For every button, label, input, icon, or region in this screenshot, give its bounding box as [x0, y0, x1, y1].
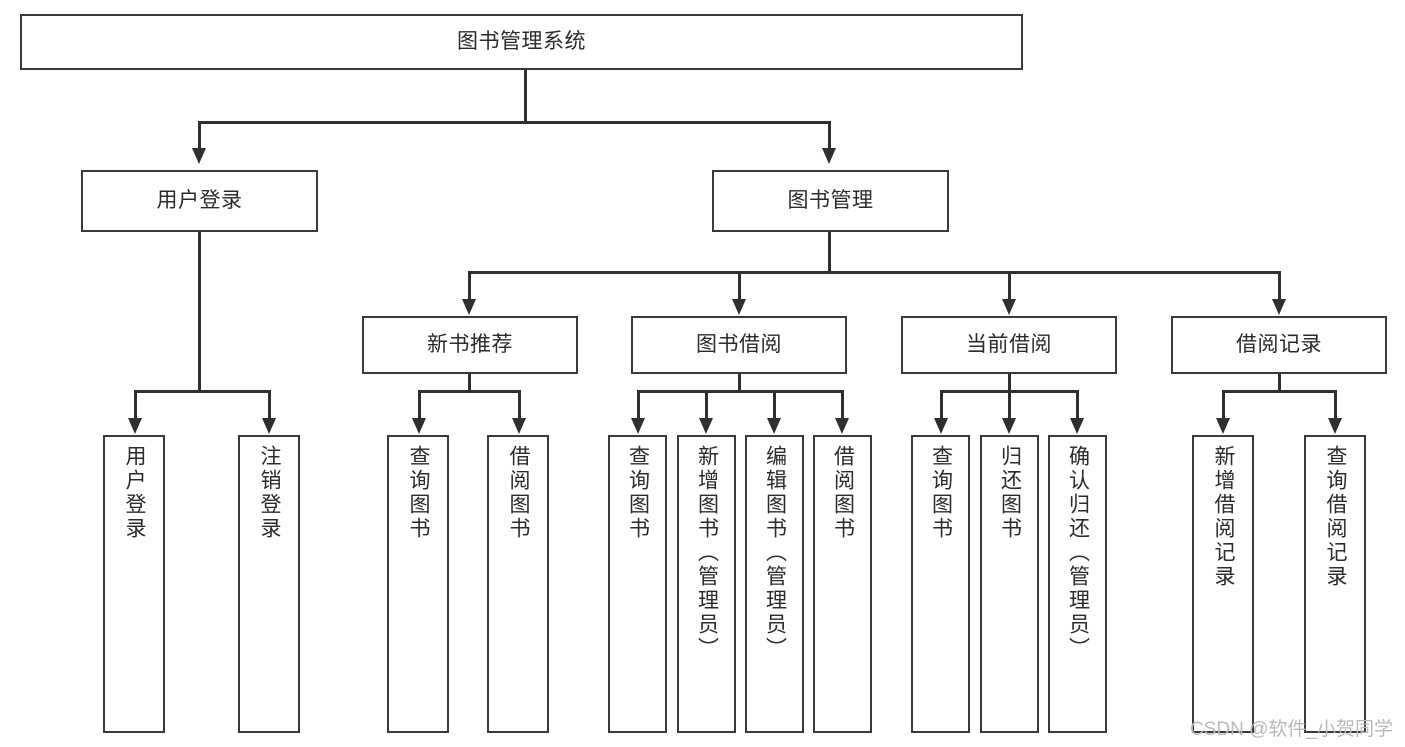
connector-br-bar	[1222, 390, 1334, 393]
node-label: 图书管理	[787, 188, 874, 212]
connector-nbr-child-2	[518, 390, 521, 418]
node-root-book-management-system[interactable]: 图书管理系统	[20, 14, 1023, 70]
connector-book-management-bar	[468, 271, 1280, 274]
connector-root-bar	[198, 121, 830, 124]
connector-br-child-1	[1222, 390, 1225, 418]
leaf-user-login[interactable]: 用户登录	[103, 435, 165, 733]
leaf-label: 归还图书	[998, 445, 1022, 541]
connector-nbr-stem	[468, 374, 471, 392]
leaf-nbr-borrow-book[interactable]: 借阅图书	[487, 435, 549, 733]
connector-br-stem	[1278, 374, 1281, 392]
leaf-label: 借阅图书	[831, 445, 855, 541]
arrowhead-bm-child-4	[1272, 299, 1286, 315]
leaf-logout-login[interactable]: 注销登录	[238, 435, 300, 733]
leaf-cb-query-book[interactable]: 查询图书	[911, 435, 970, 733]
leaf-label: 查询图书	[407, 445, 431, 541]
leaf-bb-borrow-book[interactable]: 借阅图书	[813, 435, 872, 733]
leaf-label: 借阅图书	[507, 445, 531, 541]
arrowhead-br-child-1	[1216, 418, 1230, 434]
arrowhead-br-child-2	[1328, 418, 1342, 434]
connector-user-login-child-2	[268, 390, 271, 418]
connector-cb-child-2	[1008, 390, 1011, 418]
leaf-nbr-query-book[interactable]: 查询图书	[387, 435, 449, 733]
leaf-bb-edit-book-admin[interactable]: 编辑图书（管理员）	[745, 435, 804, 733]
arrowhead-cb-child-3	[1070, 418, 1084, 434]
connector-user-login-stem	[198, 232, 201, 392]
node-label: 图书借阅	[696, 332, 782, 356]
connector-bm-child-3	[1008, 271, 1011, 299]
leaf-br-add-record[interactable]: 新增借阅记录	[1192, 435, 1254, 733]
connector-bb-child-1	[637, 390, 640, 418]
arrowhead-to-user-login	[192, 148, 206, 164]
node-user-login[interactable]: 用户登录	[81, 170, 318, 232]
leaf-label: 查询图书	[626, 445, 650, 541]
node-borrow-record[interactable]: 借阅记录	[1171, 316, 1387, 374]
connector-bb-stem	[738, 374, 741, 392]
arrowhead-bb-child-3	[767, 418, 781, 434]
leaf-cb-confirm-return-admin[interactable]: 确认归还（管理员）	[1048, 435, 1107, 733]
connector-bb-bar	[637, 390, 841, 393]
node-new-book-recommend[interactable]: 新书推荐	[362, 316, 578, 374]
leaf-label: 查询借阅记录	[1324, 445, 1348, 589]
connector-br-child-2	[1334, 390, 1337, 418]
connector-nbr-child-1	[418, 390, 421, 418]
arrowhead-bb-child-2	[699, 418, 713, 434]
arrowhead-nbr-child-2	[512, 418, 526, 434]
node-label: 新书推荐	[427, 332, 513, 356]
connector-user-login-child-1	[134, 390, 137, 418]
leaf-label: 新增借阅记录	[1212, 445, 1236, 589]
connector-bb-child-2	[705, 390, 708, 418]
arrowhead-cb-child-1	[934, 418, 948, 434]
leaf-label: 确认归还（管理员）	[1066, 445, 1090, 661]
connector-nbr-bar	[418, 390, 518, 393]
leaf-label: 注销登录	[258, 445, 282, 541]
arrowhead-nbr-child-1	[412, 418, 426, 434]
connector-root-stem	[524, 70, 527, 122]
connector-bb-child-3	[773, 390, 776, 418]
arrowhead-to-book-management	[822, 148, 836, 164]
leaf-br-query-record[interactable]: 查询借阅记录	[1304, 435, 1366, 733]
node-label: 借阅记录	[1236, 332, 1322, 356]
node-label: 用户登录	[156, 188, 243, 212]
connector-book-management-stem	[828, 232, 831, 272]
connector-bm-child-4	[1278, 271, 1281, 299]
arrowhead-cb-child-2	[1002, 418, 1016, 434]
connector-cb-stem	[1008, 374, 1011, 392]
leaf-label: 新增图书（管理员）	[695, 445, 719, 661]
leaf-label: 编辑图书（管理员）	[763, 445, 787, 661]
node-book-management[interactable]: 图书管理	[712, 170, 949, 232]
arrowhead-bm-child-2	[732, 299, 746, 315]
arrowhead-user-login-child-2	[262, 418, 276, 434]
arrowhead-bm-child-1	[462, 299, 476, 315]
node-current-borrow[interactable]: 当前借阅	[901, 316, 1117, 374]
node-book-borrow[interactable]: 图书借阅	[631, 316, 847, 374]
arrowhead-bb-child-4	[835, 418, 849, 434]
leaf-bb-add-book-admin[interactable]: 新增图书（管理员）	[677, 435, 736, 733]
connector-to-book-management	[828, 121, 831, 148]
arrowhead-user-login-child-1	[128, 418, 142, 434]
leaf-label: 用户登录	[123, 445, 147, 541]
node-label: 图书管理系统	[457, 29, 586, 53]
node-label: 当前借阅	[966, 332, 1052, 356]
connector-cb-child-1	[940, 390, 943, 418]
connector-cb-child-3	[1076, 390, 1079, 418]
arrowhead-bb-child-1	[631, 418, 645, 434]
leaf-cb-return-book[interactable]: 归还图书	[980, 435, 1039, 733]
connector-bb-child-4	[841, 390, 844, 418]
arrowhead-bm-child-3	[1002, 299, 1016, 315]
connector-to-user-login	[198, 121, 201, 148]
leaf-bb-query-book[interactable]: 查询图书	[608, 435, 667, 733]
leaf-label: 查询图书	[929, 445, 953, 541]
connector-user-login-bar	[134, 390, 270, 393]
connector-bm-child-2	[738, 271, 741, 299]
connector-bm-child-1	[468, 271, 471, 299]
